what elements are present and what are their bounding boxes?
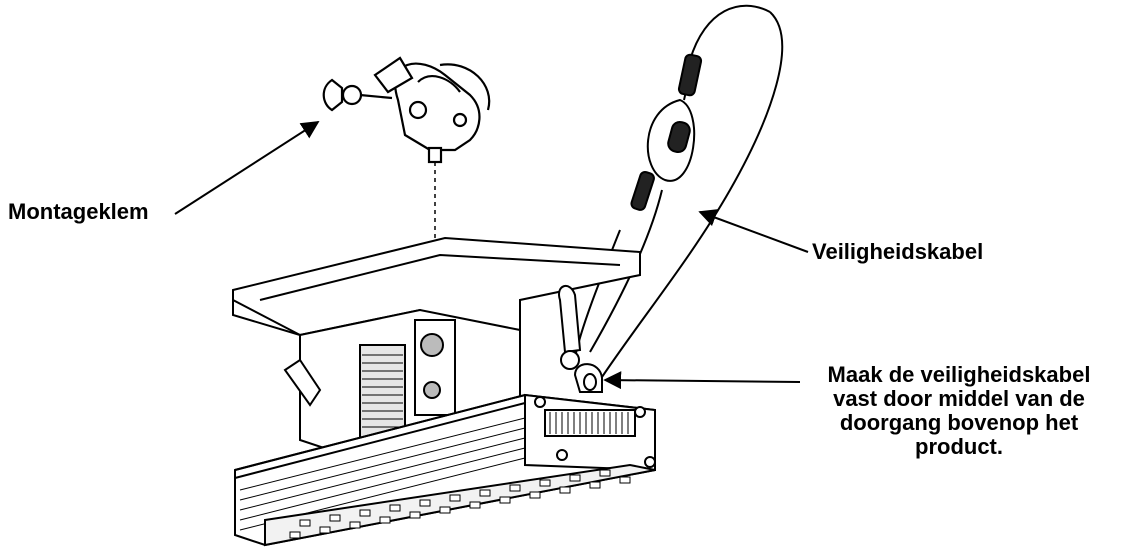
attach-line-3: doorgang bovenop het <box>839 410 1079 435</box>
arrow-clamp <box>174 121 320 215</box>
led-bar-housing <box>234 393 656 547</box>
cable-hardware <box>630 53 703 211</box>
side-handles <box>283 285 582 407</box>
label-safety-cable: Veiligheidskabel <box>812 239 984 264</box>
mounting-clamp <box>322 56 491 164</box>
label-mounting-clamp: Montageklem <box>8 199 149 224</box>
cable-attachment-point <box>573 363 603 393</box>
callout-arrows <box>174 121 809 390</box>
arrow-attach <box>603 371 801 390</box>
safety-cable <box>574 4 784 381</box>
label-attach-instruction: Maak de veiligheidskabel vast door midde… <box>800 363 1118 459</box>
arrow-cable <box>698 209 809 253</box>
attach-line-4: product. <box>915 434 1003 459</box>
attach-line-2: vast door middel van de <box>833 386 1085 411</box>
attach-line-1: Maak de veiligheidskabel <box>827 362 1091 387</box>
